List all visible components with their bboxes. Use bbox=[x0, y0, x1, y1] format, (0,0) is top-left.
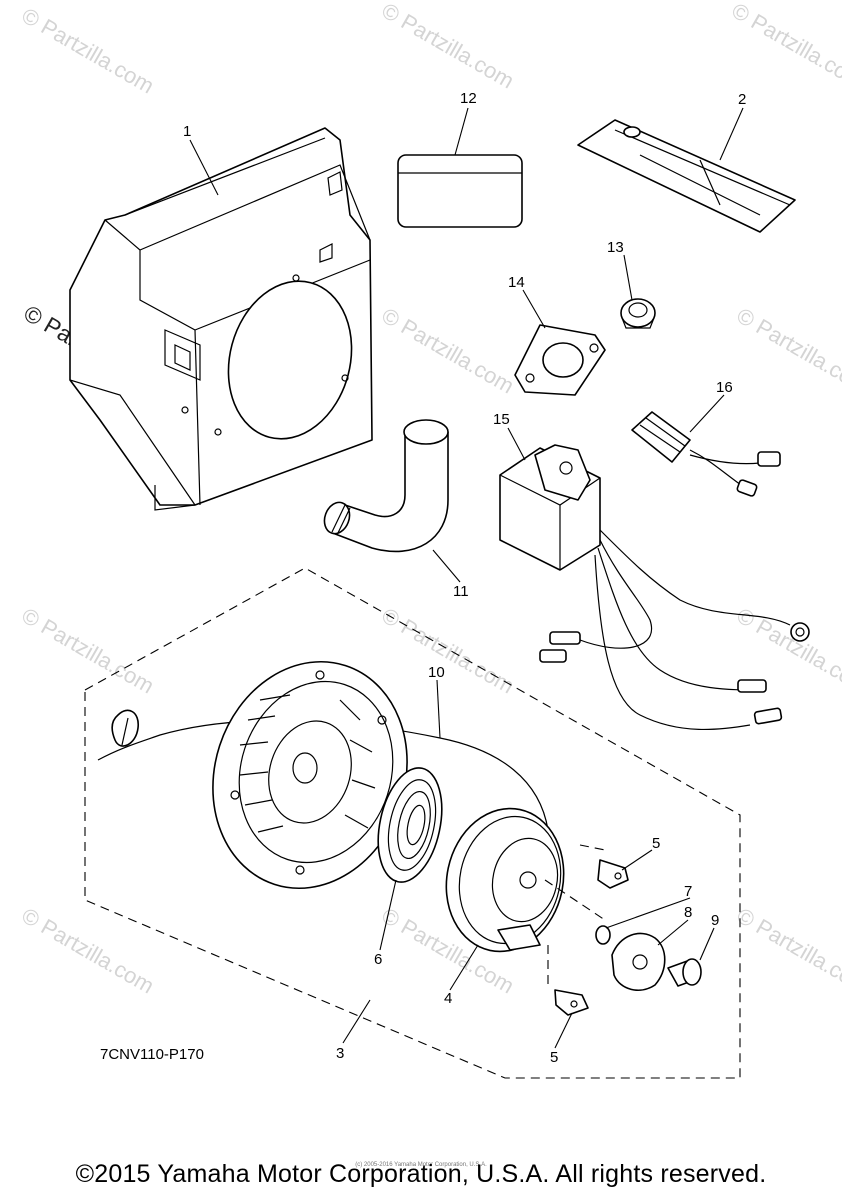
watermark-text: © Partzilla.com bbox=[18, 3, 159, 99]
part-11-hose bbox=[323, 419, 449, 553]
watermark-text: © Partzilla.com bbox=[733, 903, 842, 999]
part-14-gasket bbox=[514, 324, 606, 396]
part-15-ignition-coil bbox=[499, 444, 810, 731]
callout-4: 4 bbox=[444, 990, 452, 1007]
part-12-label bbox=[397, 154, 523, 228]
part-3-starter-case bbox=[212, 660, 408, 890]
callout-1: 1 bbox=[183, 123, 191, 140]
watermark-text: © Partzilla.com bbox=[733, 303, 842, 399]
callout-12: 12 bbox=[460, 90, 477, 107]
watermark-text: © Partzilla.com bbox=[378, 0, 519, 93]
part-6-spring bbox=[377, 767, 443, 883]
callout-9: 9 bbox=[711, 912, 719, 929]
callout-8: 8 bbox=[684, 904, 692, 921]
callout-2: 2 bbox=[738, 91, 746, 108]
leader-lines bbox=[189, 107, 744, 1049]
watermark-text: © Partzilla.com bbox=[378, 303, 519, 399]
watermark-text: © Partzilla.com bbox=[18, 603, 159, 699]
callout-11: 11 bbox=[453, 583, 469, 600]
callout-15: 15 bbox=[493, 411, 510, 428]
callout-5-lower: 5 bbox=[550, 1049, 558, 1066]
part-4-pulley bbox=[445, 807, 565, 953]
watermark-text: © Partzilla.com bbox=[18, 903, 159, 999]
watermark-text: © Partzilla.com bbox=[728, 0, 842, 93]
part-5-pawl-upper bbox=[597, 859, 629, 889]
callout-5-upper: 5 bbox=[652, 835, 660, 852]
part-16-connector bbox=[631, 411, 781, 497]
assembly-guide bbox=[579, 844, 606, 851]
part-5-pawl-lower bbox=[554, 989, 589, 1016]
callout-13: 13 bbox=[607, 239, 624, 256]
callout-10: 10 bbox=[428, 664, 445, 681]
callout-6: 6 bbox=[374, 951, 382, 968]
part-8-drive-plate bbox=[611, 932, 666, 991]
callout-numbers: 1 12 2 13 14 15 16 11 10 5 7 8 9 6 4 5 3 bbox=[183, 90, 746, 1066]
callout-16: 16 bbox=[716, 379, 733, 396]
small-copyright: (c) 2005-2016 Yamaha Motor Corporation, … bbox=[355, 1162, 487, 1168]
copyright-notice: ©2015 Yamaha Motor Corporation, U.S.A. A… bbox=[75, 1160, 767, 1188]
callout-14: 14 bbox=[508, 274, 525, 291]
part-9-bolt bbox=[667, 958, 702, 987]
watermark-text: © Partzilla.com bbox=[378, 603, 519, 699]
part-2-sheet bbox=[577, 119, 796, 233]
part-13-grommet bbox=[620, 298, 656, 329]
diagram-code: 7CNV110-P170 bbox=[100, 1046, 204, 1063]
callout-7: 7 bbox=[684, 883, 692, 900]
assembly-guide bbox=[544, 879, 606, 921]
part-1-housing bbox=[69, 127, 373, 511]
part-7-spring-clip bbox=[595, 925, 611, 945]
callout-3: 3 bbox=[336, 1045, 344, 1062]
